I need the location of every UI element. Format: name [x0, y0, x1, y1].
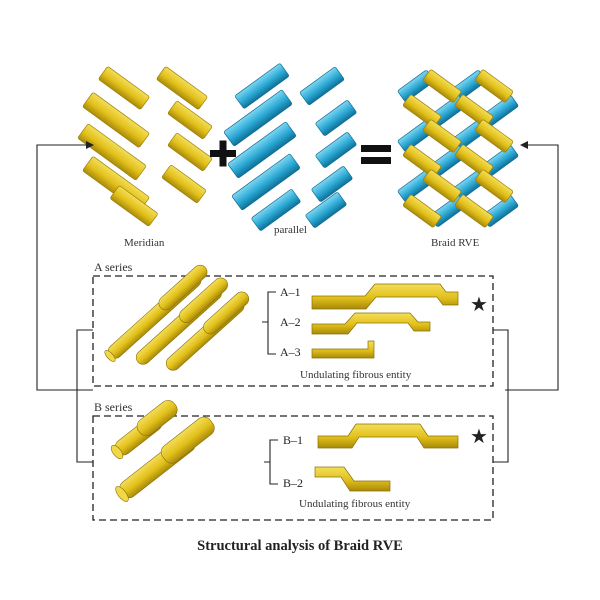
parallel-yarn — [305, 192, 347, 228]
b-series-star-icon: ★ — [470, 424, 488, 448]
b2-profile — [314, 466, 391, 492]
a-series-heading: A series — [94, 260, 133, 274]
rve-meridian-yarn — [454, 144, 494, 178]
b-series-caption: Undulating fibrous entity — [299, 498, 411, 510]
arrow-head-right-icon — [520, 141, 528, 149]
meridian-yarn — [156, 66, 208, 110]
parallel-yarn — [251, 189, 301, 231]
b1-label: B–1 — [283, 433, 304, 447]
rve-meridian-yarn — [402, 144, 442, 178]
rve-meridian-yarn — [474, 119, 514, 153]
rve-meridian-yarn — [454, 194, 494, 228]
parallel-yarn — [311, 166, 353, 202]
a-series-caption: Undulating fibrous entity — [300, 369, 412, 381]
a-series-fiber-model — [104, 264, 250, 371]
b-items-brace — [264, 439, 278, 485]
a3-label: A–3 — [280, 345, 301, 359]
b-series-heading: B series — [94, 400, 133, 414]
meridian-yarn-block — [78, 66, 213, 227]
parallel-yarn — [299, 67, 345, 105]
braid-rve-block — [397, 69, 519, 228]
rve-meridian-yarn — [402, 194, 442, 228]
b2-label: B–2 — [283, 476, 304, 490]
a-series-star-icon: ★ — [470, 292, 488, 316]
a-series-box — [92, 275, 494, 387]
parallel-yarn — [232, 154, 300, 210]
right-inner-connector — [493, 329, 509, 463]
meridian-yarn — [161, 165, 207, 203]
parallel-yarn — [315, 100, 357, 136]
rve-meridian-yarn — [402, 94, 442, 128]
rve-meridian-yarn — [474, 69, 514, 103]
rve-meridian-yarn — [422, 69, 462, 103]
meridian-yarn — [110, 185, 158, 227]
parallel-yarn-block — [224, 63, 357, 231]
meridian-yarn — [78, 124, 146, 180]
a1-profile — [311, 283, 459, 310]
right-connector-line — [505, 144, 559, 391]
a1-label: A–1 — [280, 285, 301, 299]
plus-icon — [210, 140, 236, 167]
b-series-box — [92, 415, 494, 521]
parallel-yarn — [315, 132, 357, 168]
rve-meridian-yarn — [454, 94, 494, 128]
meridian-label: Meridian — [124, 237, 165, 249]
meridian-yarn — [98, 66, 150, 110]
b1-profile — [317, 423, 459, 449]
figure-title: Structural analysis of Braid RVE — [197, 538, 403, 554]
parallel-yarn — [235, 63, 289, 109]
parallel-label: parallel — [274, 224, 307, 236]
rve-meridian-yarn — [422, 119, 462, 153]
left-connector-line — [36, 144, 93, 391]
rve-meridian-yarn — [422, 169, 462, 203]
meridian-yarn — [82, 92, 150, 148]
meridian-yarn — [167, 133, 213, 171]
b-series-fiber-model — [110, 400, 215, 502]
equals-icon — [361, 145, 391, 164]
meridian-yarn — [167, 101, 213, 139]
a3-profile — [311, 340, 375, 359]
rve-label: Braid RVE — [431, 237, 480, 249]
a-items-brace — [262, 291, 276, 355]
rve-meridian-yarn — [474, 169, 514, 203]
parallel-yarn — [228, 122, 296, 178]
arrow-head-left-icon — [86, 141, 94, 149]
a2-label: A–2 — [280, 315, 301, 329]
a-series-bracket — [76, 329, 93, 390]
b-series-bracket — [76, 390, 93, 463]
a2-profile — [311, 312, 431, 335]
parallel-yarn — [224, 90, 292, 146]
